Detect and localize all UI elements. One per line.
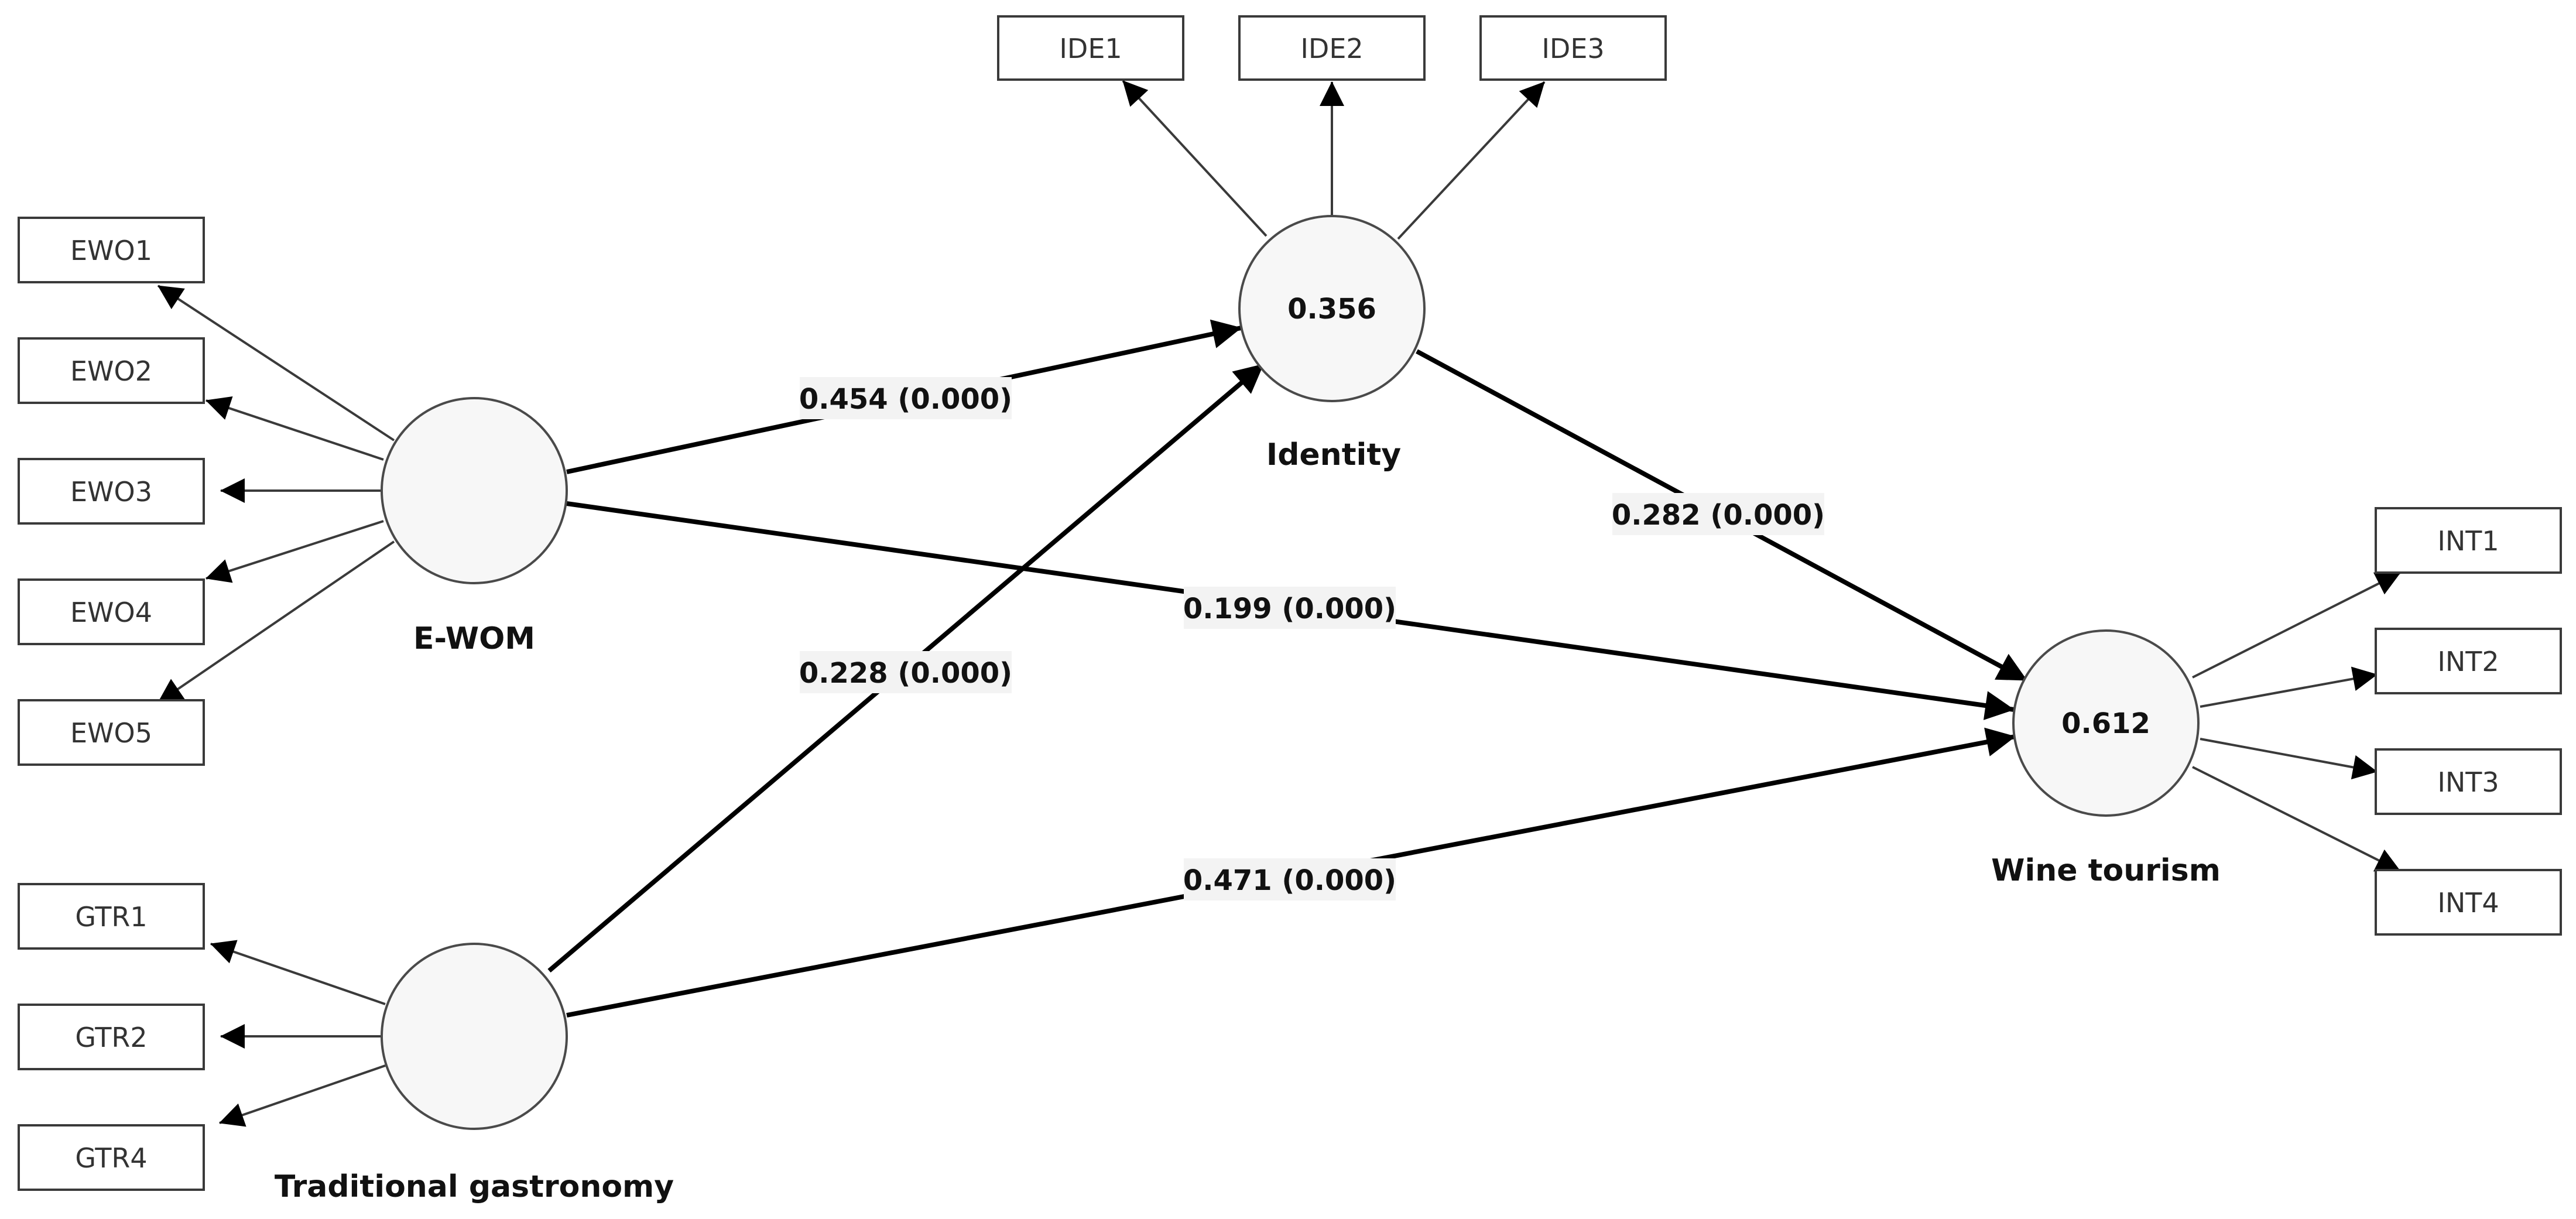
indicator-box-gtr2 [18, 1004, 205, 1070]
indicator-label-ewo4: EWO4 [70, 597, 152, 628]
indicator-label-int2: INT2 [2437, 646, 2499, 677]
indicator-label-ewo3: EWO3 [70, 476, 152, 508]
indicator-box-ewo4 [18, 578, 205, 645]
indicator-box-int4 [2375, 869, 2562, 936]
indicator-box-ewo2 [18, 337, 205, 404]
construct-label-gastronomy: Traditional gastronomy [275, 1169, 674, 1204]
construct-r2-identity: 0.356 [1287, 293, 1376, 326]
structural-paths [547, 319, 2028, 1018]
path-coefficients: 0.454 (0.000) 0.199 (0.000) 0.228 (0.000… [799, 377, 1825, 900]
coef-ewom-wine: 0.199 (0.000) [1183, 593, 1396, 625]
ewom-to-ewo1-arrow [157, 285, 395, 441]
indicator-label-ide1: IDE1 [1059, 33, 1122, 64]
indicator-box-ide1 [997, 15, 1184, 81]
identity-to-ide1-arrow [1122, 80, 1268, 237]
gastronomy-to-gtr4-arrow [219, 1064, 386, 1127]
construct-circle-ewom [381, 397, 568, 584]
indicator-label-gtr1: GTR1 [75, 901, 147, 933]
indicator-box-ide3 [1479, 15, 1667, 81]
ewom-to-ewo4-arrow [205, 520, 384, 583]
identity-to-ide3-arrow [1397, 81, 1546, 240]
indicators-wine-tourism: INT1 INT2 INT3 INT4 [2375, 507, 2562, 936]
construct-identity: 0.356 Identity [1238, 215, 1426, 472]
indicator-box-int1 [2375, 507, 2562, 574]
indicator-label-ide3: IDE3 [1542, 33, 1604, 64]
indicator-box-ewo5 [18, 699, 205, 766]
indicator-box-ide2 [1238, 15, 1426, 81]
indicator-box-int2 [2375, 628, 2562, 694]
construct-ewom: E-WOM [381, 397, 568, 656]
indicator-label-int1: INT1 [2437, 525, 2499, 557]
construct-circle-wine-tourism [2012, 629, 2200, 817]
indicator-label-ewo2: EWO2 [70, 355, 152, 387]
indicator-box-int3 [2375, 748, 2562, 815]
wine-to-int3-arrow [2200, 738, 2378, 780]
ewom-to-ewo5-arrow [157, 540, 395, 704]
indicator-label-int3: INT3 [2437, 766, 2499, 798]
construct-label-identity: Identity [1266, 437, 1401, 472]
construct-label-wine-tourism: Wine tourism [1991, 853, 2221, 888]
ewom-to-ewo2-arrow [205, 396, 384, 461]
coef-gastronomy-identity: 0.228 (0.000) [799, 657, 1012, 690]
construct-gastronomy: Traditional gastronomy [275, 943, 674, 1204]
construct-label-ewom: E-WOM [413, 621, 535, 656]
construct-r2-wine-tourism: 0.612 [2061, 707, 2150, 740]
indicator-box-ewo3 [18, 458, 205, 525]
indicator-label-int4: INT4 [2437, 887, 2499, 919]
wine-to-int4-arrow [2192, 766, 2401, 872]
indicator-box-ewo1 [18, 217, 205, 283]
coef-gastronomy-wine: 0.471 (0.000) [1183, 864, 1396, 897]
indicator-label-ewo1: EWO1 [70, 235, 152, 266]
indicator-box-gtr4 [18, 1124, 205, 1191]
indicator-label-gtr4: GTR4 [75, 1142, 147, 1174]
construct-circle-identity [1238, 215, 1426, 402]
outer-loadings [157, 80, 2401, 1127]
wine-to-int2-arrow [2200, 666, 2378, 708]
indicators-gastronomy: GTR1 GTR2 GTR4 [18, 883, 205, 1191]
indicators-ewom: EWO1 EWO2 EWO3 EWO4 EWO5 [18, 217, 205, 766]
coef-identity-wine: 0.282 (0.000) [1612, 499, 1825, 532]
coef-ewom-identity: 0.454 (0.000) [799, 383, 1012, 416]
construct-circle-gastronomy [381, 943, 568, 1130]
indicator-label-ide2: IDE2 [1300, 33, 1363, 64]
wine-to-int1-arrow [2192, 571, 2401, 679]
indicators-identity: IDE1 IDE2 IDE3 [997, 15, 1667, 81]
indicator-box-gtr1 [18, 883, 205, 950]
construct-wine-tourism: 0.612 Wine tourism [1991, 629, 2221, 888]
gastronomy-to-gtr1-arrow [210, 940, 386, 1005]
indicator-label-gtr2: GTR2 [75, 1022, 147, 1053]
indicator-label-ewo5: EWO5 [70, 717, 152, 749]
